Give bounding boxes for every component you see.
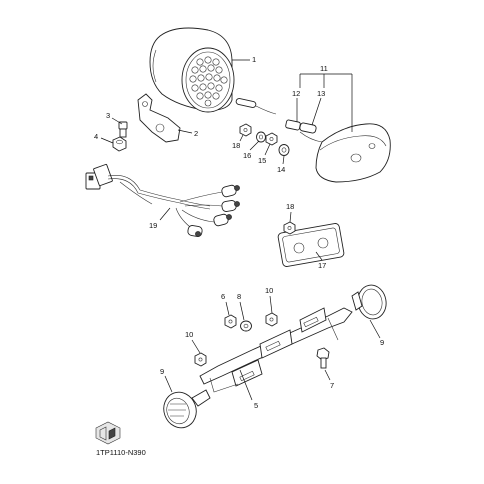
nut-10-right [265, 312, 278, 327]
callout-19: 19 [149, 221, 157, 230]
nut-6 [224, 314, 237, 329]
callout-15: 15 [258, 156, 266, 165]
turn-signal-left [163, 389, 211, 429]
headlight-bracket [137, 93, 181, 143]
nut-15 [265, 132, 278, 146]
taillight-lens [315, 123, 391, 183]
front-arrow-icon [95, 421, 121, 445]
headlight-unit [149, 27, 235, 113]
connector-d [187, 225, 203, 237]
callout-3: 3 [106, 111, 110, 120]
callout-1: 1 [252, 55, 256, 64]
led-array [189, 56, 228, 107]
washer-16 [256, 131, 266, 143]
leader-lines [100, 59, 381, 401]
callout-13: 13 [317, 89, 325, 98]
callout-14: 14 [277, 165, 285, 174]
callout-labels: 1 2 3 4 5 6 7 8 9 9 10 10 11 12 13 14 15… [94, 55, 384, 410]
wire-harness [85, 163, 240, 237]
callout-10-right: 10 [265, 286, 273, 295]
connector-b [221, 200, 240, 212]
callout-7: 7 [330, 381, 334, 390]
figure-code: 1TP1110-N390 [96, 448, 146, 457]
nut-10-left [194, 352, 207, 367]
callout-9-right: 9 [380, 338, 384, 347]
nut-18-top [239, 123, 252, 137]
callout-4: 4 [94, 132, 98, 141]
callout-2: 2 [194, 129, 198, 138]
callout-16: 16 [243, 151, 251, 160]
callout-17: 17 [318, 261, 326, 270]
washer-8 [240, 320, 252, 332]
callout-18-top: 18 [232, 141, 240, 150]
bulb-socket-12 [235, 98, 277, 115]
bracket-stay-5 [199, 307, 353, 393]
callout-9-left: 9 [160, 367, 164, 376]
callout-12: 12 [292, 89, 300, 98]
washer-14 [278, 144, 290, 156]
connector-a [221, 184, 240, 198]
connector-c [213, 213, 232, 227]
turn-signal-right [351, 284, 387, 320]
bulb-13 [285, 119, 323, 143]
callout-10-left: 10 [185, 330, 193, 339]
callout-5: 5 [254, 401, 258, 410]
reflector-17 [277, 223, 345, 267]
bolt-7 [316, 347, 330, 369]
callout-11: 11 [320, 64, 328, 73]
callout-8: 8 [237, 292, 241, 301]
bolt-3 [118, 121, 128, 138]
callout-18-reflector: 18 [286, 202, 294, 211]
nut-18-reflector [283, 221, 296, 235]
nut-4 [112, 136, 127, 152]
callout-6: 6 [221, 292, 225, 301]
